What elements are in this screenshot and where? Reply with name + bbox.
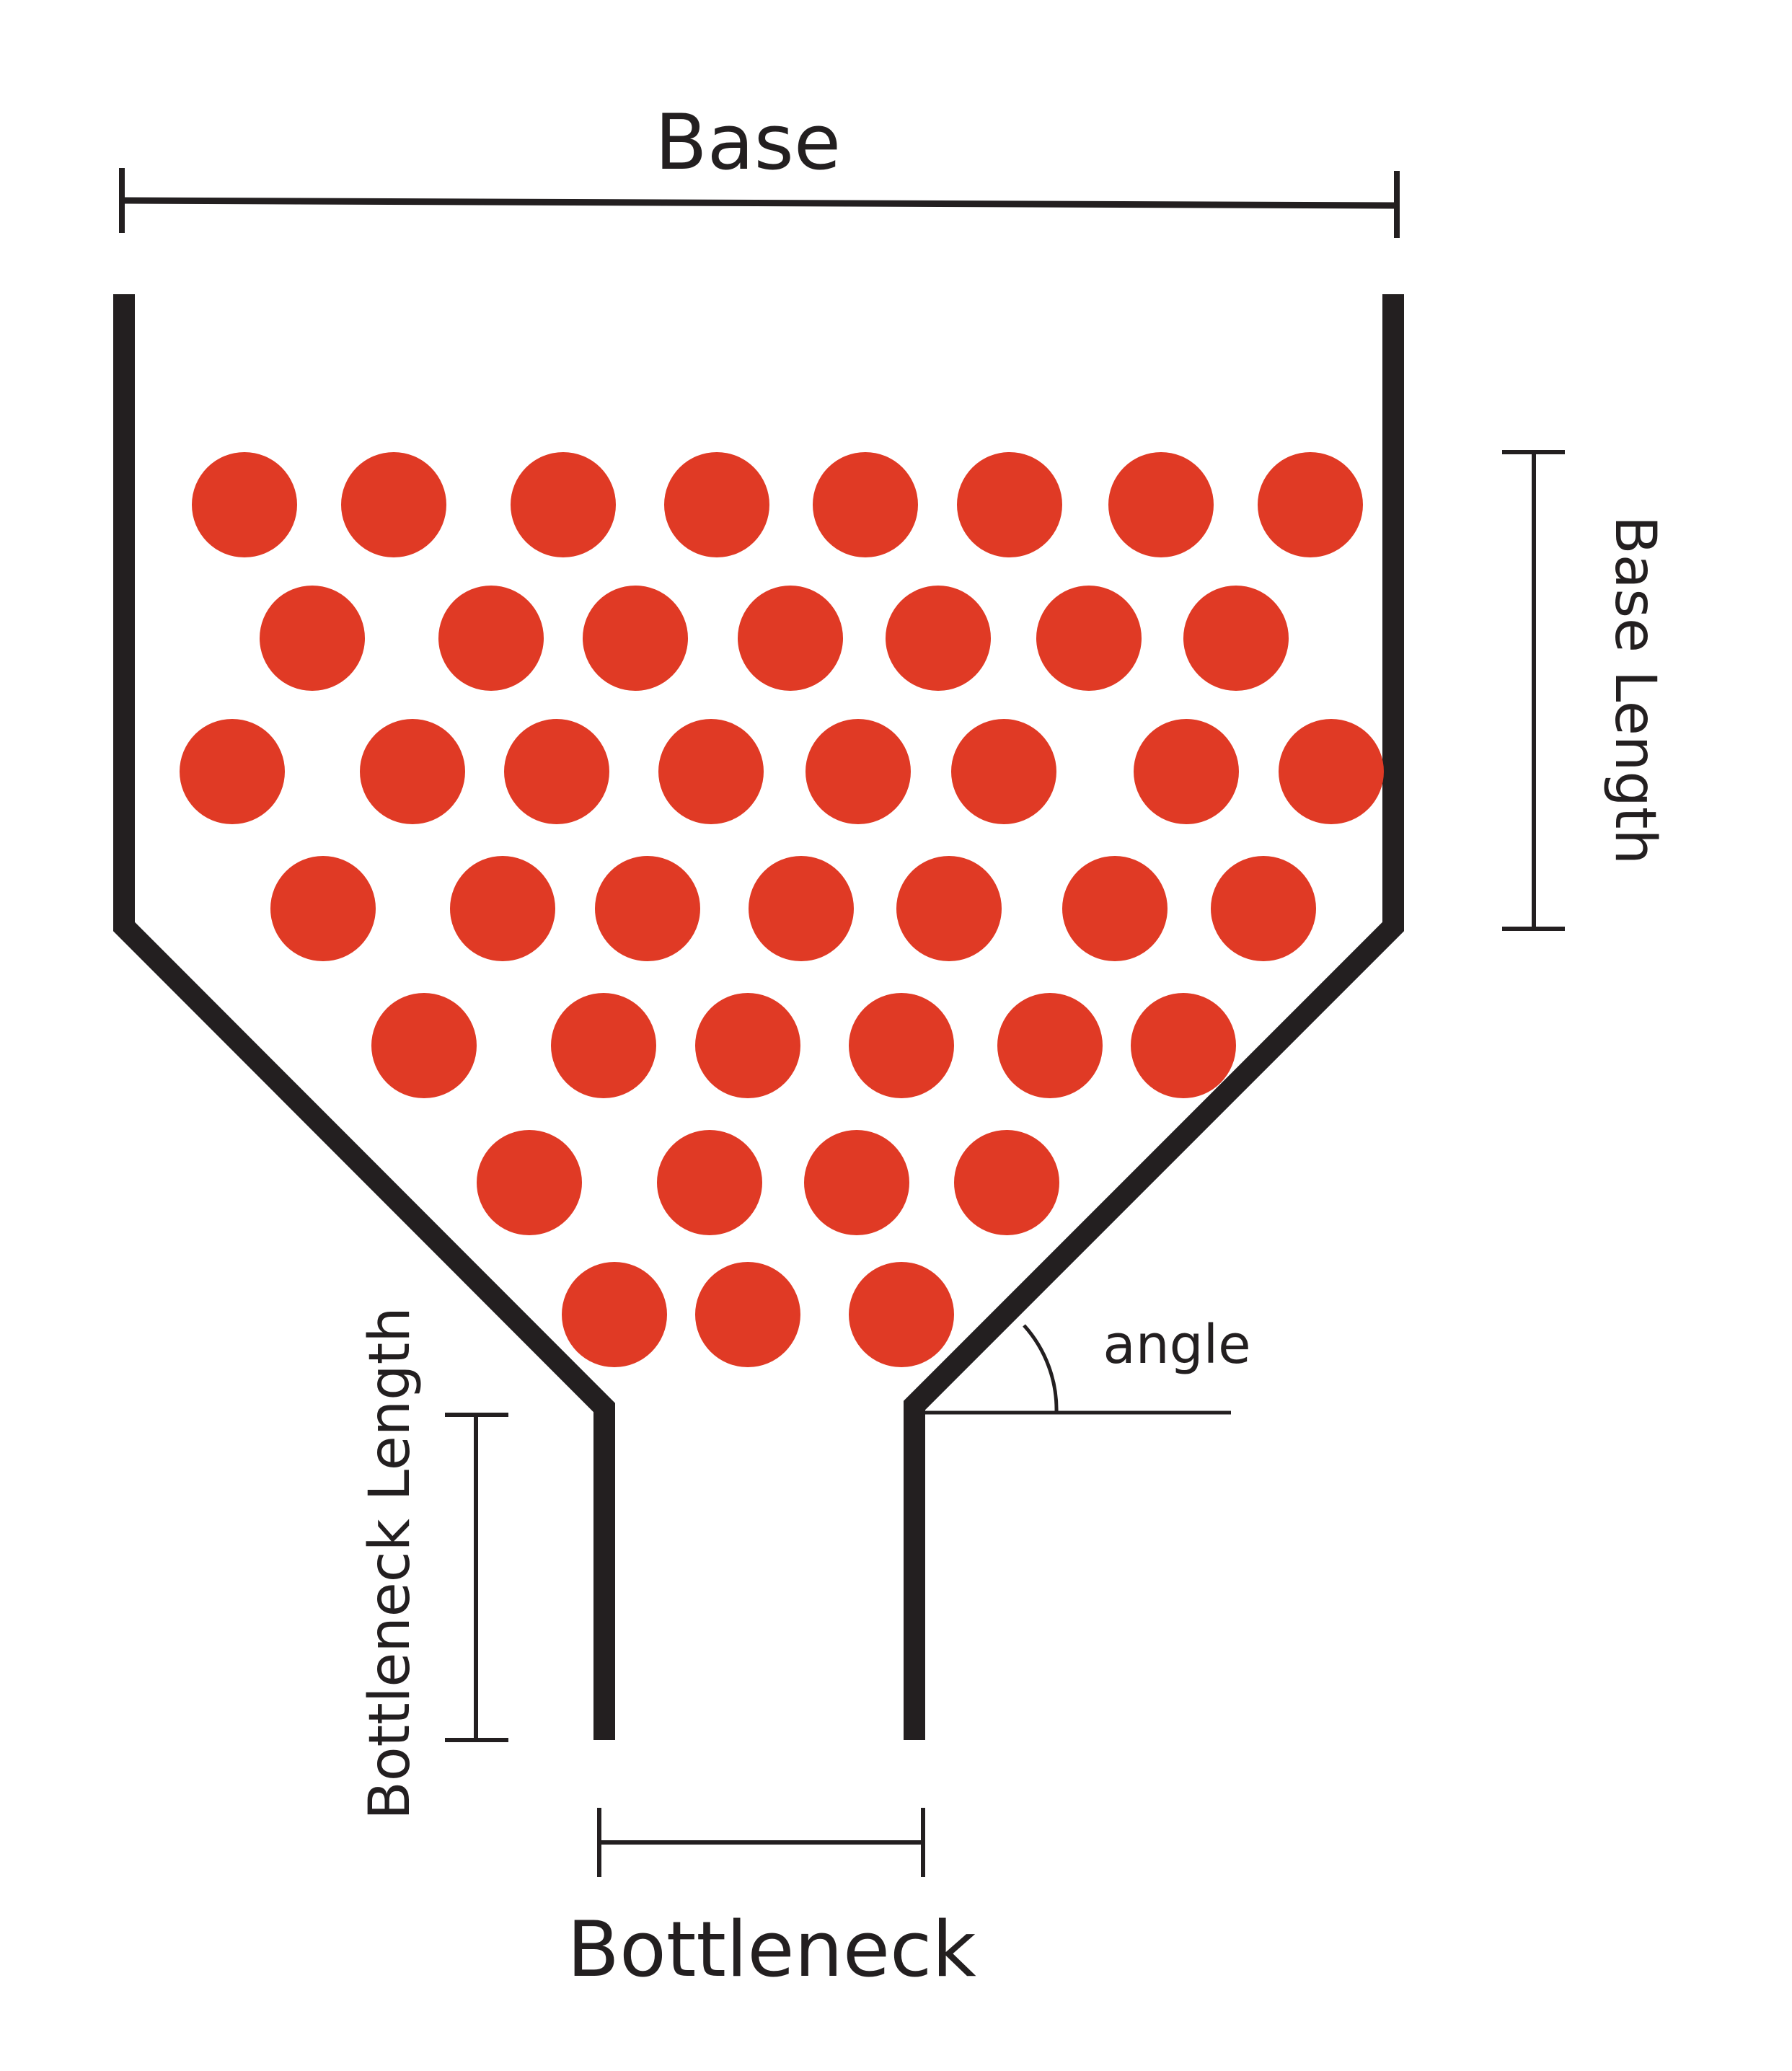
- particle: [1183, 586, 1289, 691]
- bottleneck-length-label: Bottleneck Length: [358, 1307, 423, 1819]
- particle: [997, 993, 1103, 1098]
- particle: [1134, 719, 1239, 824]
- particle: [896, 856, 1002, 961]
- particle: [595, 856, 700, 961]
- base-dimension-line: [121, 197, 1398, 209]
- particle: [477, 1130, 582, 1235]
- hopper-right-wall: [904, 294, 1404, 1740]
- angle-arc: [1023, 1324, 1059, 1413]
- particle: [951, 719, 1056, 824]
- particle: [1108, 452, 1214, 557]
- particle: [260, 586, 365, 691]
- particle: [804, 1130, 909, 1235]
- particle: [749, 856, 854, 961]
- particle: [360, 719, 465, 824]
- particle: [695, 1262, 800, 1367]
- particle: [957, 452, 1062, 557]
- base-length-dimension: Base Length: [1502, 450, 1667, 931]
- particle: [849, 1262, 954, 1367]
- particle: [450, 856, 555, 961]
- particle: [438, 586, 544, 691]
- bottleneck-length-dimension: Bottleneck Length: [358, 1307, 508, 1820]
- particle: [813, 452, 918, 557]
- angle-label: angle: [1103, 1314, 1250, 1376]
- particle: [1062, 856, 1168, 961]
- base-label: Base: [655, 98, 841, 187]
- particle: [511, 452, 616, 557]
- particle: [1131, 993, 1236, 1098]
- particle: [664, 452, 769, 557]
- particle: [849, 993, 954, 1098]
- particle: [180, 719, 285, 824]
- particle-group: [180, 452, 1384, 1367]
- particle: [192, 452, 297, 557]
- particle: [886, 586, 991, 691]
- particle: [1258, 452, 1363, 557]
- particle: [551, 993, 656, 1098]
- hopper-left-wall: [113, 294, 615, 1740]
- bottleneck-dimension: Bottleneck: [567, 1808, 976, 1994]
- base-dimension: Base: [119, 98, 1400, 238]
- particle: [504, 719, 609, 824]
- particle: [1036, 586, 1142, 691]
- angle-annotation: angle: [914, 1314, 1251, 1415]
- particle: [1279, 719, 1384, 824]
- particle: [371, 993, 477, 1098]
- particle: [695, 993, 800, 1098]
- particle: [805, 719, 911, 824]
- particle: [738, 586, 843, 691]
- particle: [562, 1262, 667, 1367]
- base-length-label: Base Length: [1602, 516, 1667, 865]
- particle: [583, 586, 688, 691]
- particle: [658, 719, 764, 824]
- particle: [1211, 856, 1316, 961]
- particle: [954, 1130, 1059, 1235]
- particle: [341, 452, 446, 557]
- bottleneck-label: Bottleneck: [567, 1905, 976, 1994]
- particle: [270, 856, 376, 961]
- particle: [657, 1130, 762, 1235]
